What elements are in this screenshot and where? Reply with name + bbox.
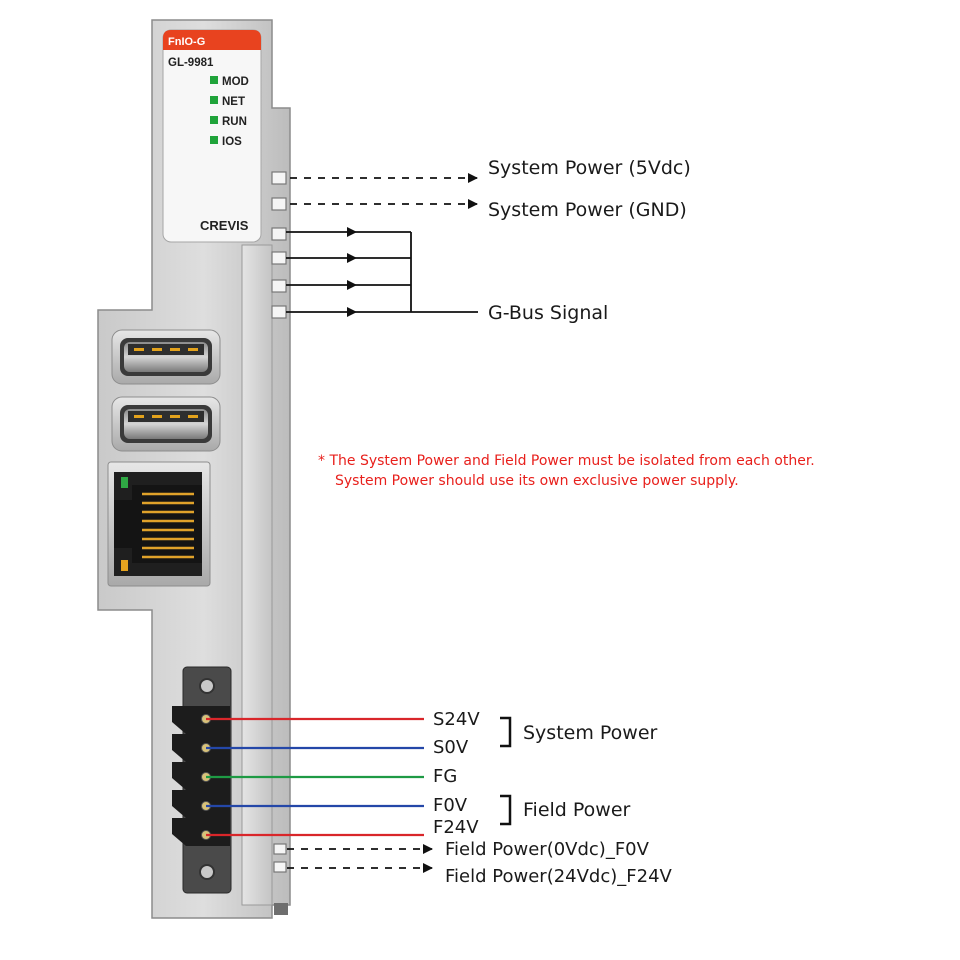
- led-ios-icon: [210, 136, 218, 144]
- field-power-arrows: [287, 844, 433, 873]
- label-gbus-signal: G-Bus Signal: [488, 302, 608, 324]
- terminal-label-f0v: F0V: [433, 795, 468, 816]
- terminal-screw-top-icon: [199, 678, 215, 694]
- terminal-label-s0v: S0V: [433, 737, 469, 758]
- led-net-label: NET: [222, 96, 245, 108]
- label-system-power-group: System Power: [523, 722, 658, 744]
- io-module: FnIO-G GL-9981 MOD NET RUN IOS CREVIS: [97, 19, 291, 919]
- bus-contacts: [271, 171, 287, 873]
- gbus-signal-arrows: [286, 227, 478, 317]
- led-mod-label: MOD: [222, 76, 249, 88]
- led-ios-label: IOS: [222, 136, 242, 148]
- terminal-label-f24v: F24V: [433, 817, 479, 838]
- module-side-panel: [241, 244, 273, 906]
- label-field-power-24v: Field Power(24Vdc)_F24V: [445, 866, 673, 887]
- label-plate: FnIO-G GL-9981 MOD NET RUN IOS CREVIS: [162, 29, 262, 243]
- isolation-note-line-1: * The System Power and Field Power must …: [318, 453, 815, 469]
- maker-logo: CREVIS: [200, 218, 249, 233]
- system-power-arrows: [290, 173, 478, 209]
- led-run-label: RUN: [222, 116, 247, 128]
- led-run-icon: [210, 116, 218, 124]
- terminal-label-fg: FG: [433, 766, 457, 787]
- led-net-icon: [210, 96, 218, 104]
- brand-name: FnIO-G: [168, 36, 205, 48]
- brand-banner: [163, 30, 261, 50]
- model-number: GL-9981: [168, 57, 214, 69]
- label-field-power-0v: Field Power(0Vdc)_F0V: [445, 839, 650, 860]
- ethernet-port: [107, 461, 211, 587]
- terminal-screw-bottom-icon: [199, 864, 215, 880]
- module-foot: [274, 903, 288, 915]
- terminal-wires: [206, 717, 424, 837]
- usb-port-bottom: [111, 396, 221, 452]
- label-system-power-5v: System Power (5Vdc): [488, 157, 691, 179]
- usb-port-top: [111, 329, 221, 385]
- led-mod-icon: [210, 76, 218, 84]
- terminal-block: [172, 666, 232, 894]
- label-field-power-group: Field Power: [523, 799, 631, 821]
- terminal-label-s24v: S24V: [433, 709, 480, 730]
- field-power-bracket: [500, 794, 512, 826]
- label-system-power-gnd: System Power (GND): [488, 199, 687, 221]
- system-power-bracket: [500, 716, 512, 748]
- isolation-note-line-2: System Power should use its own exclusiv…: [335, 473, 739, 489]
